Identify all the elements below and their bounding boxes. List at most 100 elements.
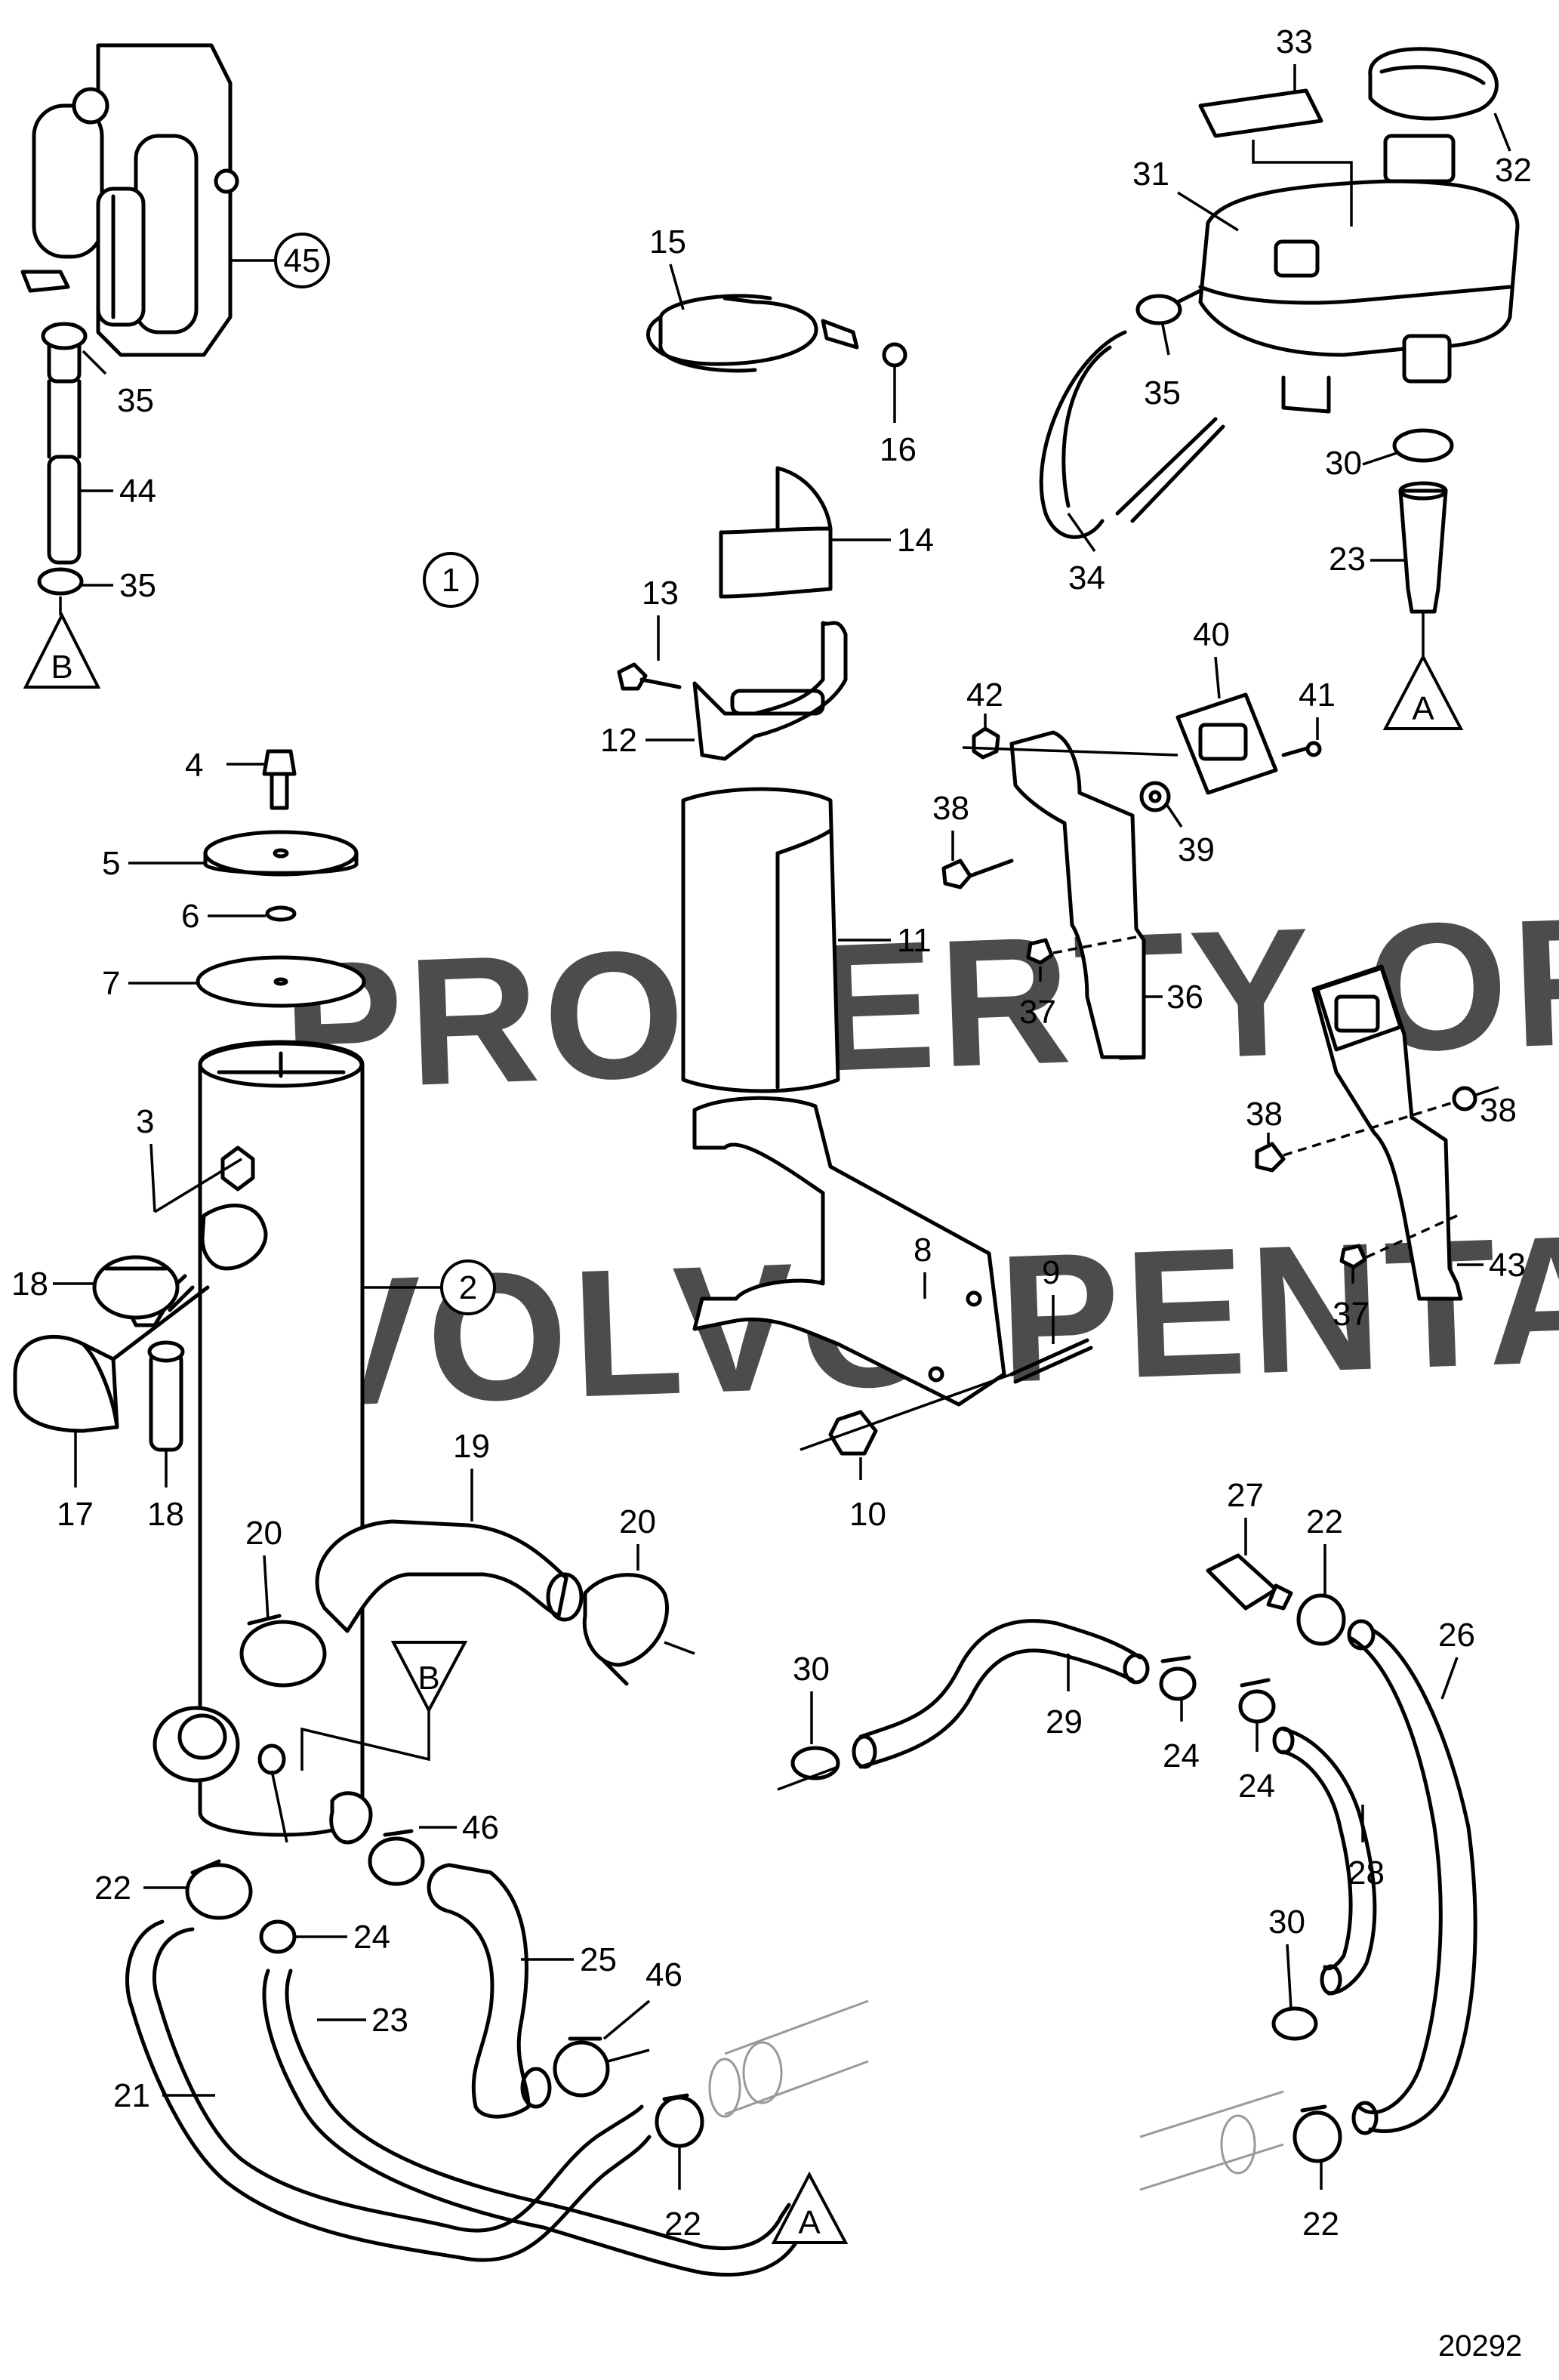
hose-29 bbox=[852, 1619, 1150, 1769]
svg-text:40: 40 bbox=[1193, 616, 1230, 653]
callout-36: 36 bbox=[1144, 979, 1203, 1016]
svg-text:43: 43 bbox=[1489, 1247, 1526, 1284]
svg-text:35: 35 bbox=[117, 382, 154, 419]
callout-46: 46 bbox=[419, 1809, 499, 1846]
group-marker-1: 1 bbox=[423, 552, 479, 608]
callout-23: 23 bbox=[317, 2002, 408, 2039]
svg-text:28: 28 bbox=[1348, 1854, 1385, 1891]
svg-text:2: 2 bbox=[459, 1269, 477, 1306]
clamp-20-right bbox=[582, 1573, 670, 1686]
washer-6 bbox=[265, 905, 297, 922]
callout-37: 37 bbox=[1019, 966, 1056, 1031]
expansion-tank-31 bbox=[1198, 134, 1520, 414]
callout-15: 15 bbox=[649, 224, 686, 310]
clamp-22-left bbox=[185, 1859, 253, 1920]
callout-22: 22 bbox=[664, 2146, 701, 2243]
callout-30: 30 bbox=[793, 1651, 830, 1744]
callout-30: 30 bbox=[1325, 445, 1397, 482]
callout-4: 4 bbox=[185, 747, 264, 784]
hose-21 bbox=[125, 1919, 652, 2262]
svg-text:22: 22 bbox=[664, 2206, 701, 2243]
hose-19 bbox=[315, 1519, 584, 1633]
callout-29: 29 bbox=[1046, 1654, 1083, 1740]
svg-text:31: 31 bbox=[1132, 156, 1169, 193]
svg-text:18: 18 bbox=[11, 1266, 48, 1303]
callout-33: 33 bbox=[1252, 23, 1353, 227]
svg-text:7: 7 bbox=[102, 965, 120, 1002]
svg-text:18: 18 bbox=[147, 1496, 184, 1533]
callout-24: 24 bbox=[1238, 1722, 1275, 1805]
nut-10 bbox=[800, 1373, 1012, 1456]
plate-5 bbox=[203, 830, 359, 877]
callout-41: 41 bbox=[1299, 677, 1336, 740]
svg-text:26: 26 bbox=[1438, 1617, 1475, 1654]
svg-text:23: 23 bbox=[1329, 541, 1366, 578]
clamp-35-lower bbox=[37, 567, 84, 596]
clamp-20-left bbox=[239, 1614, 327, 1688]
svg-text:35: 35 bbox=[1144, 375, 1181, 412]
callout-18: 18 bbox=[147, 1450, 184, 1533]
screw-37 bbox=[1026, 935, 1141, 965]
clamp-24-right-a bbox=[1159, 1655, 1197, 1701]
bracket-36 bbox=[1009, 730, 1146, 1059]
connection-marker-a: A bbox=[771, 2171, 849, 2244]
clamp-30-left bbox=[777, 1746, 840, 1791]
svg-text:23: 23 bbox=[371, 2002, 408, 2039]
svg-text:30: 30 bbox=[1325, 445, 1362, 482]
svg-text:37: 37 bbox=[1019, 994, 1056, 1031]
screw-41 bbox=[1281, 741, 1322, 757]
clip-40 bbox=[1175, 692, 1278, 795]
bolt-4 bbox=[262, 749, 297, 810]
screw-38-b bbox=[1255, 1101, 1454, 1173]
svg-text:10: 10 bbox=[849, 1496, 886, 1533]
insulation-strip-14 bbox=[719, 466, 833, 599]
svg-text:5: 5 bbox=[102, 845, 120, 882]
svg-text:33: 33 bbox=[1276, 23, 1313, 60]
clamp-18 bbox=[92, 1255, 180, 1320]
svg-text:24: 24 bbox=[353, 1919, 390, 1956]
clamp-22-mid bbox=[655, 2093, 704, 2148]
svg-text:30: 30 bbox=[1268, 1904, 1305, 1941]
svg-text:45: 45 bbox=[284, 242, 321, 279]
callout-28: 28 bbox=[1348, 1805, 1385, 1891]
svg-text:B: B bbox=[417, 1660, 439, 1697]
callout-6: 6 bbox=[181, 898, 266, 935]
pipe-18 bbox=[147, 1340, 185, 1452]
heat-shield-11 bbox=[681, 787, 840, 1093]
fitting-24-left bbox=[259, 1919, 297, 1954]
callout-21: 21 bbox=[113, 2077, 215, 2114]
callout-2-marker: 2 bbox=[362, 1259, 496, 1315]
svg-text:3: 3 bbox=[136, 1103, 154, 1140]
svg-text:20: 20 bbox=[619, 1503, 656, 1540]
callout-3: 3 bbox=[136, 1103, 242, 1213]
svg-text:22: 22 bbox=[1302, 2206, 1339, 2243]
svg-text:16: 16 bbox=[880, 431, 917, 468]
clamp-22-right-bottom bbox=[1292, 2104, 1342, 2163]
callout-11: 11 bbox=[838, 922, 932, 959]
callout-23: 23 bbox=[1329, 541, 1404, 578]
drawing-number: 20292 bbox=[1438, 2329, 1522, 2363]
callout-16: 16 bbox=[880, 366, 917, 468]
gasket-7 bbox=[196, 955, 366, 1008]
callout-17: 17 bbox=[57, 1431, 94, 1533]
svg-text:42: 42 bbox=[966, 677, 1003, 714]
svg-text:41: 41 bbox=[1299, 677, 1336, 714]
clamp-30-right bbox=[1271, 2006, 1318, 2041]
svg-text:13: 13 bbox=[642, 575, 679, 612]
callout-22: 22 bbox=[1302, 2161, 1339, 2243]
callout-34: 34 bbox=[1067, 512, 1105, 597]
clamp-22-right-top bbox=[1296, 1593, 1346, 1646]
svg-text:A: A bbox=[1412, 690, 1434, 727]
connection-marker-a: A bbox=[1382, 612, 1464, 730]
svg-text:39: 39 bbox=[1178, 831, 1215, 868]
svg-text:4: 4 bbox=[185, 747, 203, 784]
svg-text:22: 22 bbox=[1306, 1503, 1343, 1540]
svg-text:11: 11 bbox=[897, 922, 932, 959]
callout-46: 46 bbox=[645, 1956, 682, 1993]
callout-35: 35 bbox=[82, 350, 154, 419]
elbow-17 bbox=[13, 1285, 210, 1433]
callout-38: 38 bbox=[932, 790, 969, 861]
decal-33 bbox=[1198, 88, 1323, 138]
fitting-27 bbox=[1206, 1553, 1293, 1611]
